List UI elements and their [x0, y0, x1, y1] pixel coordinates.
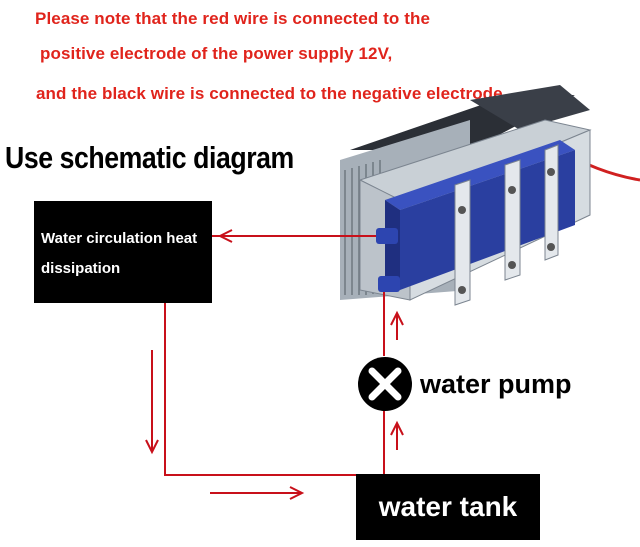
heat-box-line-1: Water circulation heat — [41, 224, 212, 254]
water-tank-box: water tank — [356, 474, 540, 540]
outlet-nozzle — [376, 228, 398, 244]
inlet-nozzle — [378, 276, 400, 292]
heat-dissipation-box: Water circulation heat dissipation — [34, 201, 212, 303]
heat-box-line-2: dissipation — [41, 254, 212, 284]
water-pump-label: water pump — [420, 369, 572, 400]
pump-x-icon — [358, 357, 412, 411]
water-tank-label: water tank — [379, 491, 518, 523]
cooler-device-image — [340, 85, 640, 305]
